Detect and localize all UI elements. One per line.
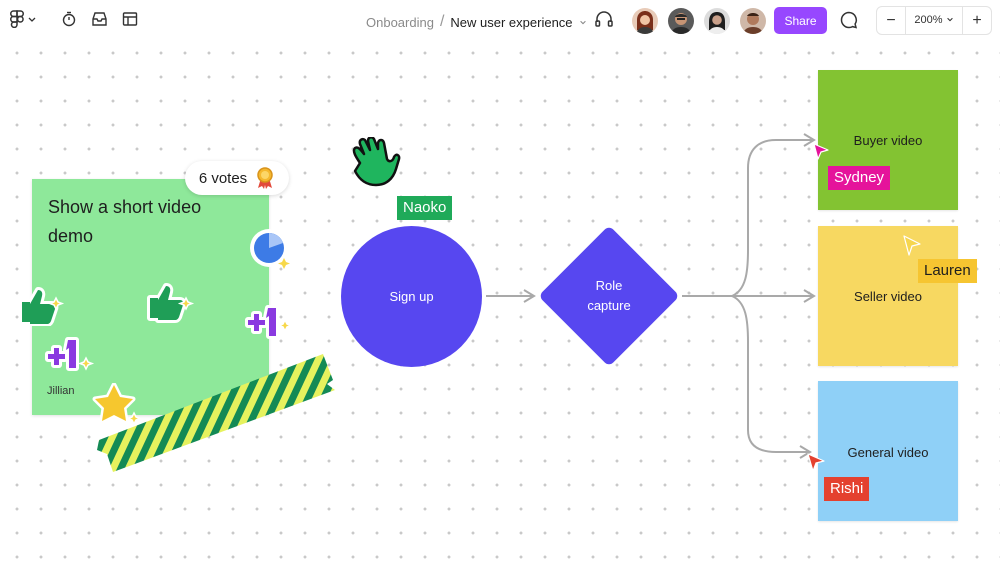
sticky-note-line-2: demo xyxy=(48,226,94,246)
votes-count: 6 votes xyxy=(198,169,248,187)
toolbar-left xyxy=(10,10,138,28)
avatar[interactable] xyxy=(704,8,730,34)
pie-sticker-icon[interactable] xyxy=(247,226,299,274)
connector-role-general xyxy=(731,295,808,453)
seller-video-box[interactable]: Seller video xyxy=(818,226,958,366)
inbox-icon[interactable] xyxy=(91,11,108,27)
zoom-out-button[interactable]: − xyxy=(886,11,896,29)
cursor-pointer-icon xyxy=(807,453,825,472)
chevron-down-icon[interactable] xyxy=(579,18,587,26)
cursor-pointer-icon xyxy=(813,143,829,160)
arrowhead xyxy=(799,445,812,459)
role-capture-line-1: Role xyxy=(595,278,623,293)
headphones-icon[interactable] xyxy=(594,10,614,33)
star-sticker-icon[interactable] xyxy=(92,383,144,433)
layout-icon[interactable] xyxy=(122,11,138,27)
cursor-label-rishi: Rishi xyxy=(824,477,870,501)
arrowhead xyxy=(803,133,816,147)
seller-video-label: Seller video xyxy=(854,289,922,304)
cursor-label-naoko: Naoko xyxy=(397,196,453,220)
ribbon-medal-icon xyxy=(257,167,273,189)
role-capture-label: Role capture xyxy=(559,276,659,316)
breadcrumb-separator: / xyxy=(439,13,445,30)
role-capture-line-2: capture xyxy=(587,298,631,313)
zoom-in-button[interactable]: + xyxy=(972,11,982,29)
connector-role-buyer xyxy=(731,139,812,297)
plus-one-sticker-icon[interactable] xyxy=(244,300,294,342)
zoom-control: − 200% + xyxy=(876,6,992,35)
thumbs-up-sticker-icon[interactable] xyxy=(18,284,66,326)
collaborator-avatars xyxy=(594,8,766,34)
arrowhead xyxy=(523,289,536,303)
chevron-down-icon[interactable] xyxy=(946,15,954,23)
signup-node[interactable]: Sign up xyxy=(341,226,482,367)
zoom-level[interactable]: 200% xyxy=(905,7,963,34)
washi-tape-sticker[interactable] xyxy=(95,350,340,475)
buyer-video-label: Buyer video xyxy=(853,133,923,148)
cursor-pointer-icon xyxy=(903,235,921,256)
comment-icon[interactable] xyxy=(839,10,859,35)
signup-label: Sign up xyxy=(389,289,434,304)
sticky-note-author: Jillian xyxy=(47,385,75,397)
timer-icon[interactable] xyxy=(61,11,77,27)
figma-logo-icon[interactable] xyxy=(10,10,37,28)
waving-hand-icon xyxy=(352,137,401,187)
thumbs-up-sticker-icon[interactable] xyxy=(146,280,196,324)
breadcrumb: Onboarding / New user experience xyxy=(366,13,587,31)
top-toolbar: Onboarding / New user experience Share −… xyxy=(0,0,1000,42)
general-video-label: General video xyxy=(847,445,929,460)
sticky-note-line-1: Show a short video xyxy=(48,197,202,217)
chevron-down-icon[interactable] xyxy=(27,14,37,24)
avatar[interactable] xyxy=(668,8,694,34)
plus-one-sticker-icon[interactable] xyxy=(44,334,96,378)
votes-badge[interactable]: 6 votes xyxy=(185,161,289,195)
arrowhead xyxy=(803,289,816,303)
cursor-label-lauren: Lauren xyxy=(918,259,977,283)
sticky-note-text: Show a short video demo xyxy=(48,193,201,251)
cursor-label-sydney: Sydney xyxy=(828,166,891,190)
avatar[interactable] xyxy=(740,8,766,34)
zoom-level-value: 200% xyxy=(914,14,943,26)
breadcrumb-project[interactable]: Onboarding xyxy=(366,14,434,30)
share-button[interactable]: Share xyxy=(774,7,827,34)
avatar[interactable] xyxy=(632,8,658,34)
breadcrumb-file[interactable]: New user experience xyxy=(450,14,573,30)
